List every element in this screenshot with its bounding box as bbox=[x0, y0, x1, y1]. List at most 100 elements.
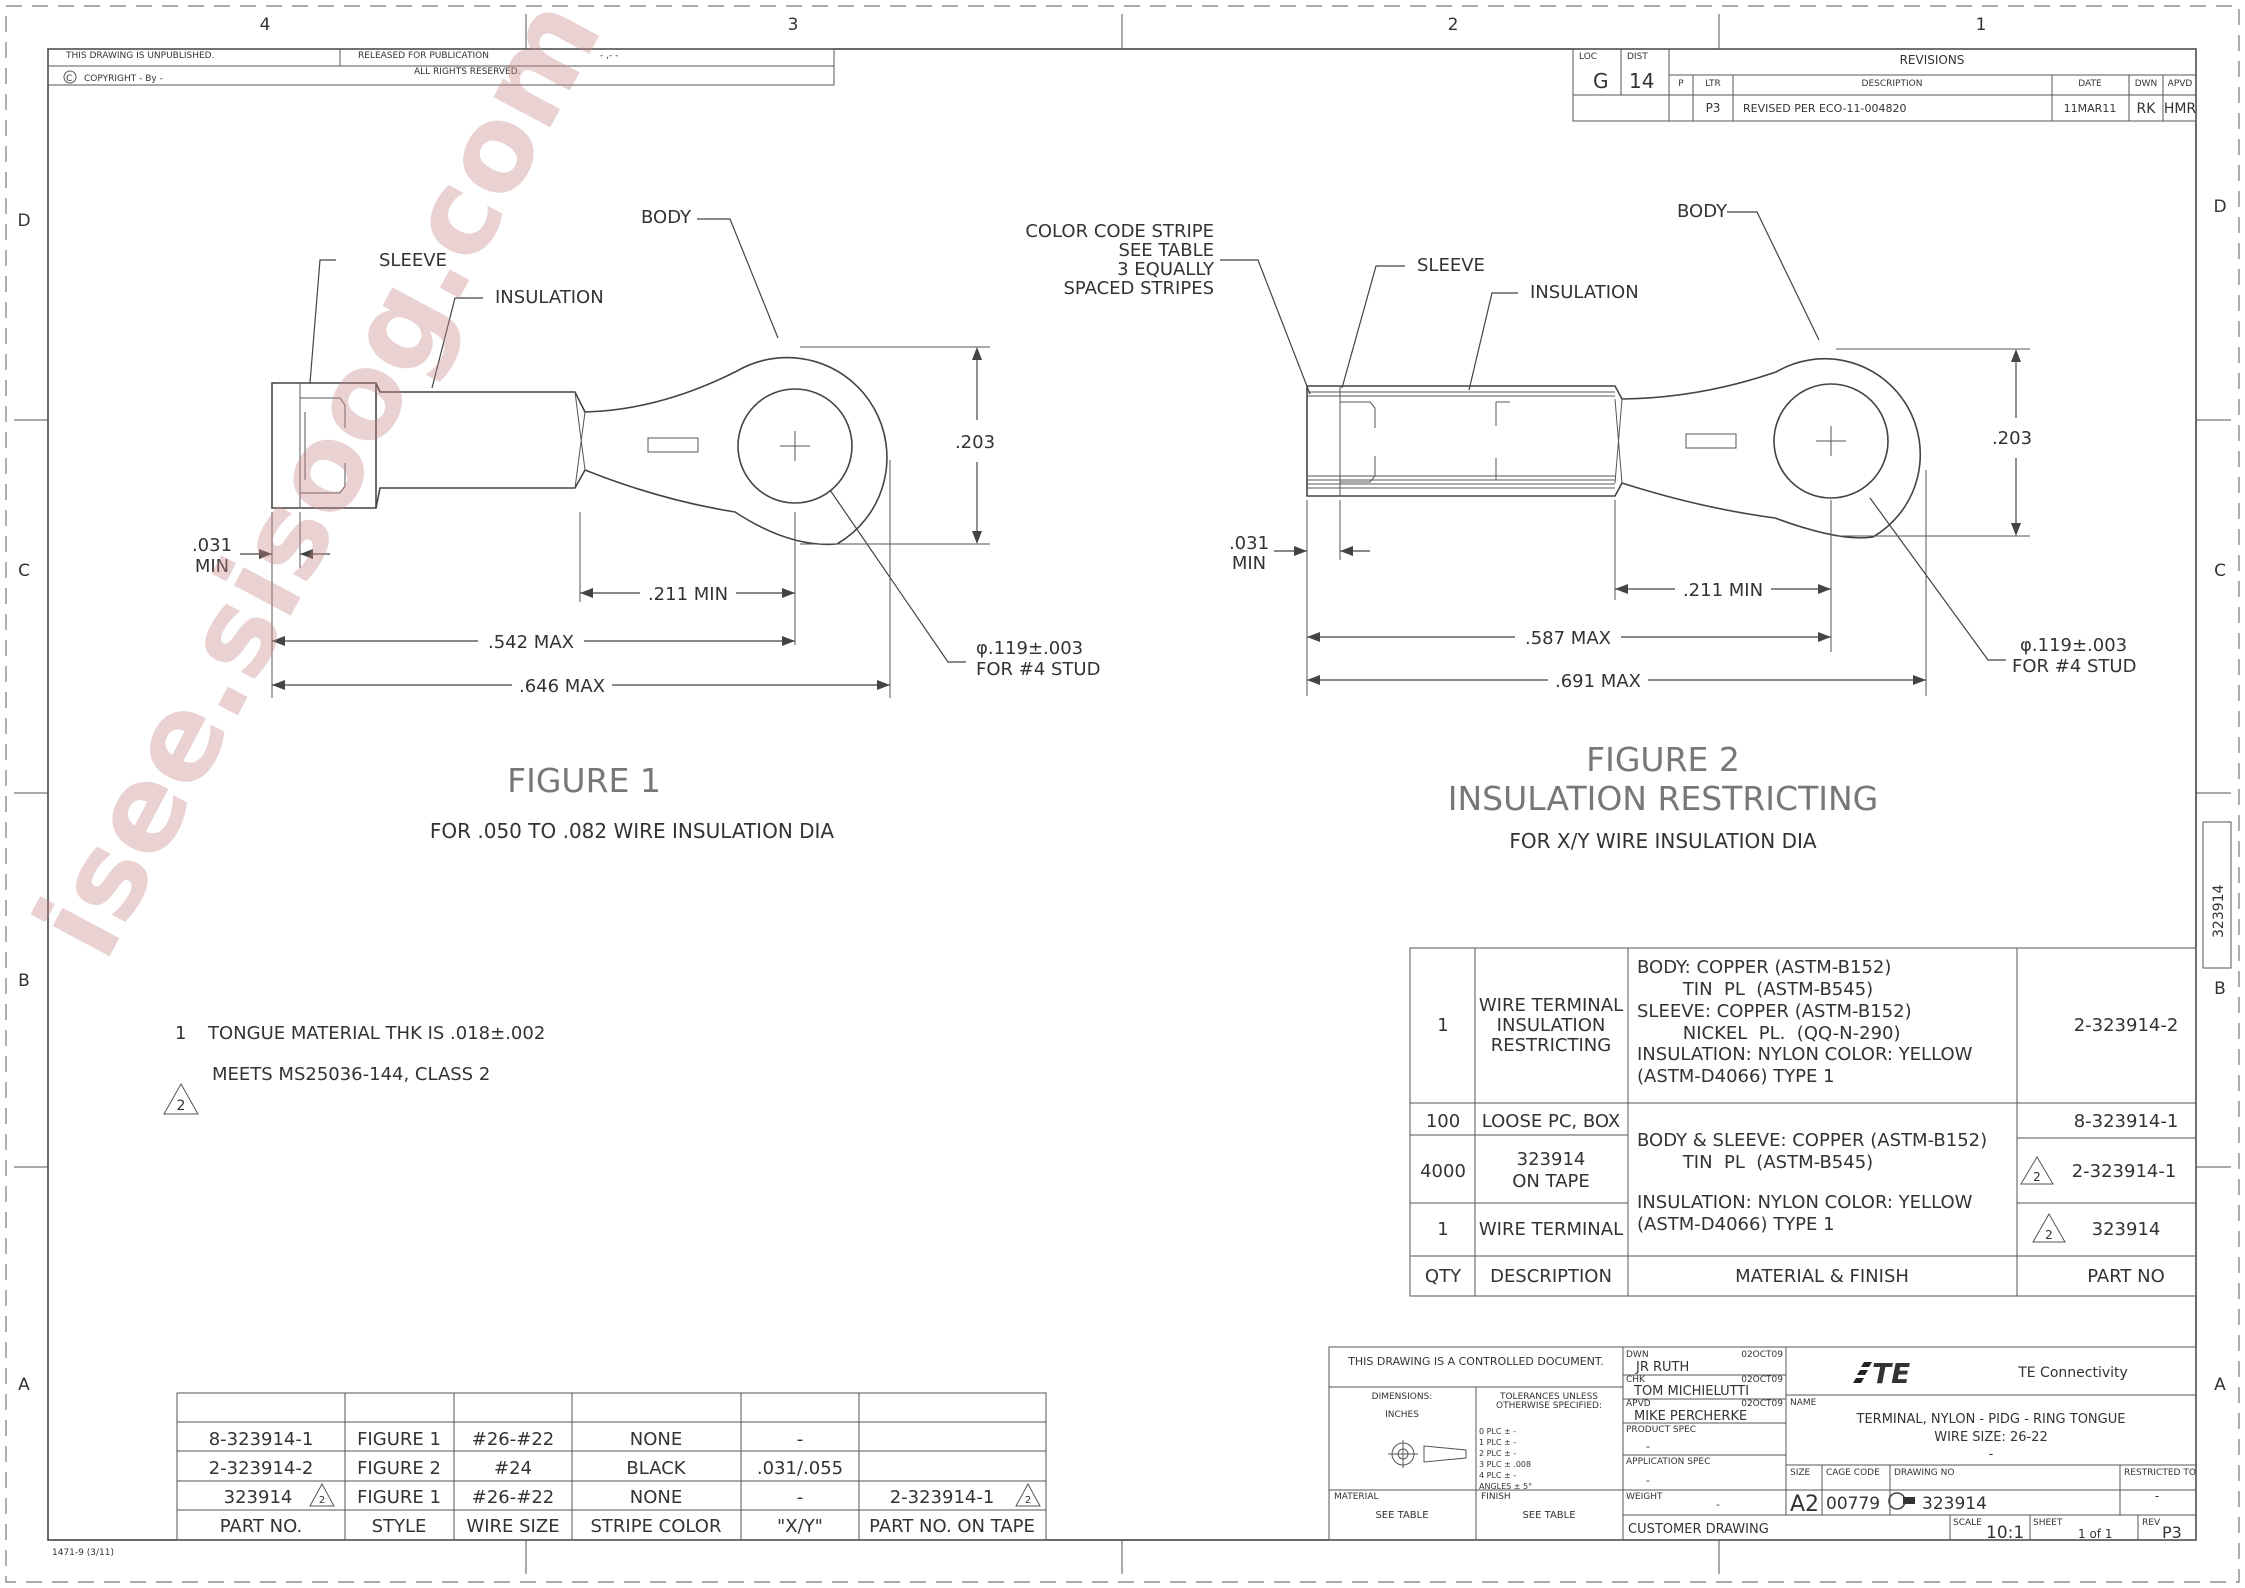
svg-text:TE: TE bbox=[1872, 1357, 1910, 1390]
svg-text:2-323914-1: 2-323914-1 bbox=[2072, 1161, 2177, 1182]
revision-drawn-by: RK bbox=[2137, 101, 2157, 117]
svg-text:WIRE SIZE: 26-22: WIRE SIZE: 26-22 bbox=[1934, 1430, 2048, 1445]
fig2-subtitle: FOR X/Y WIRE INSULATION DIA bbox=[1509, 829, 1816, 853]
zone-row-a: A bbox=[18, 1375, 30, 1395]
delta-2-icon bbox=[1015, 1482, 1041, 1507]
svg-text:PRODUCT SPEC: PRODUCT SPEC bbox=[1626, 1425, 1696, 1435]
svg-text:FIGURE 2: FIGURE 2 bbox=[357, 1458, 441, 1479]
company-name: TE Connectivity bbox=[2017, 1365, 2128, 1381]
zone-col-3: 3 bbox=[788, 15, 799, 35]
fig1-hole-dim: φ.119±.003 bbox=[976, 638, 1083, 659]
svg-text:RESTRICTED TO: RESTRICTED TO bbox=[2124, 1468, 2196, 1478]
fig2-min-dim: .031 bbox=[1229, 533, 1269, 554]
svg-text:-: - bbox=[1646, 1474, 1650, 1487]
svg-text:WEIGHT: WEIGHT bbox=[1626, 1492, 1663, 1502]
fig2-tongue-dim: .211 MIN bbox=[1683, 580, 1763, 601]
svg-text:THIS DRAWING IS UNPUBLISHED.: THIS DRAWING IS UNPUBLISHED. bbox=[65, 51, 214, 61]
svg-text:NAME: NAME bbox=[1790, 1398, 1817, 1408]
fig1-min-dim: .031 bbox=[192, 535, 232, 556]
svg-text:RELEASED FOR PUBLICATION: RELEASED FOR PUBLICATION bbox=[358, 51, 489, 61]
svg-text:SCALE: SCALE bbox=[1953, 1518, 1982, 1528]
zone-row-c: C bbox=[18, 561, 30, 581]
svg-text:2: 2 bbox=[319, 1495, 325, 1506]
fig2-tongue-slot bbox=[1685, 433, 1737, 449]
svg-text:TOM MICHIELUTTI: TOM MICHIELUTTI bbox=[1633, 1384, 1749, 1399]
zone-col-4: 4 bbox=[260, 15, 271, 35]
svg-text:0 PLC ± -: 0 PLC ± - bbox=[1479, 1427, 1516, 1436]
svg-text:QTY: QTY bbox=[1425, 1266, 1462, 1287]
fig2-stripe-label-2: SEE TABLE bbox=[1118, 240, 1214, 261]
revision-description: REVISED PER ECO-11-004820 bbox=[1743, 102, 1907, 115]
svg-text:DWN: DWN bbox=[2135, 79, 2158, 89]
svg-text:NONE: NONE bbox=[630, 1429, 682, 1450]
svg-text:LTR: LTR bbox=[1705, 79, 1721, 89]
svg-text:INCHES: INCHES bbox=[1385, 1410, 1419, 1420]
svg-text:#26-#22: #26-#22 bbox=[472, 1429, 554, 1450]
fig1-stud-note: FOR #4 STUD bbox=[976, 659, 1100, 680]
svg-text:ALL RIGHTS RESERVED.: ALL RIGHTS RESERVED. bbox=[414, 67, 521, 77]
svg-text:8-323914-1: 8-323914-1 bbox=[2074, 1111, 2179, 1132]
svg-text:MATERIAL: MATERIAL bbox=[1334, 1492, 1379, 1502]
svg-text:2: 2 bbox=[2033, 1170, 2041, 1184]
fig2-terminal-outline bbox=[1306, 358, 1921, 539]
svg-text:BLACK: BLACK bbox=[626, 1458, 686, 1479]
svg-text:A2: A2 bbox=[1790, 1492, 1819, 1517]
svg-text:-: - bbox=[797, 1487, 804, 1508]
svg-text:LOOSE PC, BOX: LOOSE PC, BOX bbox=[1482, 1111, 1621, 1132]
svg-text:DIMENSIONS:: DIMENSIONS: bbox=[1372, 1392, 1433, 1402]
svg-text:PART NO.: PART NO. bbox=[220, 1516, 303, 1537]
svg-text:-: - bbox=[1646, 1440, 1650, 1453]
notes: 1 TONGUE MATERIAL THK IS .018±.002 2 MEE… bbox=[163, 1023, 545, 1115]
part-row-3: 323914 bbox=[224, 1487, 293, 1508]
te-logo: TE bbox=[1853, 1357, 1910, 1390]
zone-row-b: B bbox=[18, 971, 30, 991]
note-2: MEETS MS25036-144, CLASS 2 bbox=[212, 1064, 490, 1085]
svg-text:DESCRIPTION: DESCRIPTION bbox=[1490, 1266, 1612, 1287]
fig2-stud-hole bbox=[1773, 383, 1889, 499]
fig1-terminal-outline bbox=[271, 356, 888, 546]
zone-row-d: D bbox=[17, 211, 30, 231]
svg-text:100: 100 bbox=[1426, 1111, 1460, 1132]
svg-text:NICKEL PL. (QQ-N-290): NICKEL PL. (QQ-N-290) bbox=[1637, 1023, 1901, 1044]
fig1-sleeve-label: SLEEVE bbox=[379, 250, 447, 271]
svg-text:WIRE TERMINAL: WIRE TERMINAL bbox=[1479, 995, 1623, 1016]
fig1-title: FIGURE 1 bbox=[507, 761, 661, 800]
svg-text:MATERIAL & FINISH: MATERIAL & FINISH bbox=[1735, 1266, 1909, 1287]
part-row-1: 8-323914-1 bbox=[209, 1429, 314, 1450]
fig1-insulation-label: INSULATION bbox=[495, 287, 604, 308]
fig2-stud-note: FOR #4 STUD bbox=[2012, 656, 2136, 677]
svg-text:DESCRIPTION: DESCRIPTION bbox=[1862, 79, 1923, 89]
svg-text:MIKE PERCHERKE: MIKE PERCHERKE bbox=[1634, 1409, 1747, 1424]
fig2-title-2: INSULATION RESTRICTING bbox=[1448, 779, 1878, 818]
svg-text:WIRE SIZE: WIRE SIZE bbox=[466, 1516, 559, 1537]
svg-text:3 PLC ± .008: 3 PLC ± .008 bbox=[1479, 1460, 1531, 1469]
svg-text:BODY & SLEEVE: COPPER (AST: BODY & SLEEVE: COPPER (ASTM-B152) bbox=[1637, 1130, 1987, 1151]
svg-text:INSULATION: NYLON COLOR: YE: INSULATION: NYLON COLOR: YELLOW bbox=[1637, 1044, 1973, 1065]
note-1: TONGUE MATERIAL THK IS .018±.002 bbox=[207, 1023, 545, 1044]
svg-text:2: 2 bbox=[2045, 1228, 2053, 1242]
zone-col-2: 2 bbox=[1448, 15, 1459, 35]
revision: P3 bbox=[2162, 1523, 2182, 1542]
svg-text:SEE TABLE: SEE TABLE bbox=[1375, 1510, 1428, 1521]
svg-text:DWN: DWN bbox=[1626, 1350, 1649, 1360]
drawing-title: TERMINAL, NYLON - PIDG - RING TONGUE bbox=[1856, 1412, 2126, 1427]
svg-text:G: G bbox=[1593, 69, 1609, 93]
svg-text:TOLERANCES UNLESS: TOLERANCES UNLESS bbox=[1499, 1392, 1598, 1402]
svg-text:TIN PL (ASTM-B545): TIN PL (ASTM-B545) bbox=[1637, 1152, 1873, 1173]
svg-text:#24: #24 bbox=[494, 1458, 532, 1479]
svg-text:PART NO. ON TAPE: PART NO. ON TAPE bbox=[869, 1516, 1035, 1537]
fig2-body-label: BODY bbox=[1677, 201, 1728, 222]
svg-text:COPYRIGHT - By -: COPYRIGHT - By - bbox=[84, 74, 163, 84]
bom-qty: 1 bbox=[1437, 1015, 1448, 1036]
fig1-stud-hole bbox=[737, 388, 853, 504]
svg-text:ANGLES ± 5°: ANGLES ± 5° bbox=[1479, 1482, 1532, 1491]
fig1-height-dim: .203 bbox=[955, 432, 995, 453]
fig1-tongue-slot bbox=[647, 437, 699, 453]
part-row-2: 2-323914-2 bbox=[209, 1458, 314, 1479]
svg-text:STRIPE COLOR: STRIPE COLOR bbox=[591, 1516, 722, 1537]
fig2-height-dim: .203 bbox=[1992, 428, 2032, 449]
svg-text:-: - bbox=[1716, 1498, 1720, 1511]
delta-2-icon bbox=[2032, 1212, 2066, 1243]
svg-text:NONE: NONE bbox=[630, 1487, 682, 1508]
